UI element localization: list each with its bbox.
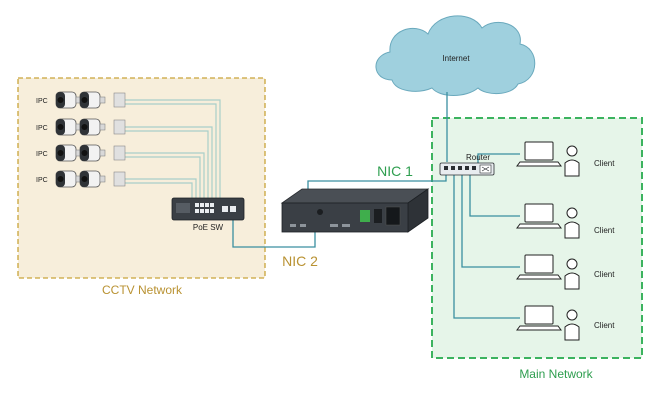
camera-label: IPC xyxy=(36,98,48,105)
client-cables xyxy=(453,153,520,319)
user-icon xyxy=(564,145,580,177)
camera-row: IPC xyxy=(36,91,126,109)
ip-camera-icon xyxy=(55,118,82,136)
camera-mount-icon xyxy=(113,119,126,135)
user-icon xyxy=(564,258,580,290)
camera-row: IPC xyxy=(36,144,126,162)
ip-camera-icon xyxy=(79,144,106,162)
camera-label: IPC xyxy=(36,177,48,184)
client-label: Client xyxy=(594,226,615,235)
laptop-icon xyxy=(516,203,562,229)
router-icon: Router xyxy=(439,153,495,176)
camera-cables xyxy=(125,99,221,200)
poe-switch-label: PoE SW xyxy=(193,223,224,232)
user-icon xyxy=(564,207,580,239)
client-label: Client xyxy=(594,159,615,168)
camera-mount-icon xyxy=(113,92,126,108)
client-workstation: Client xyxy=(516,141,615,177)
nvr-recorder-icon xyxy=(280,188,430,233)
camera-row: IPC xyxy=(36,118,126,136)
client-label: Client xyxy=(594,270,615,279)
ip-camera-icon xyxy=(79,170,106,188)
camera-mount-icon xyxy=(113,145,126,161)
poe-switch: PoE SW xyxy=(171,197,245,232)
camera-mount-icon xyxy=(113,171,126,187)
router-label: Router xyxy=(466,153,490,162)
laptop-icon xyxy=(516,254,562,280)
internet-cloud-icon: Internet xyxy=(375,15,536,96)
ip-camera-icon xyxy=(55,170,82,188)
user-icon xyxy=(564,309,580,341)
laptop-icon xyxy=(516,141,562,167)
nic2-label: NIC 2 xyxy=(282,253,318,269)
client-label: Client xyxy=(594,321,615,330)
laptop-icon xyxy=(516,305,562,331)
camera-label: IPC xyxy=(36,151,48,158)
camera-row: IPC xyxy=(36,170,126,188)
ip-camera-icon xyxy=(55,91,82,109)
main-network-label: Main Network xyxy=(519,367,593,381)
cctv-network-label: CCTV Network xyxy=(102,283,183,297)
ip-camera-icon xyxy=(79,118,106,136)
client-workstation: Client xyxy=(516,203,615,239)
nic1-label: NIC 1 xyxy=(377,163,413,179)
internet-label: Internet xyxy=(442,54,470,63)
ip-camera-icon xyxy=(55,144,82,162)
camera-label: IPC xyxy=(36,125,48,132)
ip-camera-icon xyxy=(79,91,106,109)
client-workstation: Client xyxy=(516,305,615,341)
client-workstation: Client xyxy=(516,254,615,290)
nic2-cable xyxy=(232,220,316,248)
cctv-network-zone xyxy=(17,77,266,279)
